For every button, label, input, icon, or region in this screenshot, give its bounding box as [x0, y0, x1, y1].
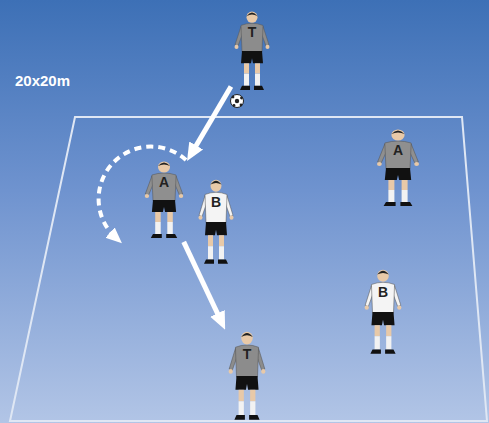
player-body [226, 330, 268, 422]
field-outline [10, 117, 487, 421]
player-letter: B [362, 284, 404, 300]
player-body [232, 10, 272, 92]
player-figure: T [226, 330, 268, 422]
player-letter: T [232, 24, 272, 40]
player-letter: A [142, 174, 186, 190]
player-figure: B [362, 268, 404, 356]
player-body [362, 268, 404, 356]
player-figure: A [374, 128, 422, 208]
player-letter: B [196, 194, 236, 210]
player-figure: T [232, 10, 272, 92]
field-size-label: 20x20m [15, 72, 70, 89]
pass-arrow [184, 242, 219, 317]
dribble-turn [99, 147, 186, 238]
player-figure: A [142, 160, 186, 240]
player-letter: A [374, 142, 422, 158]
player-figure: B [196, 178, 236, 266]
player-body [196, 178, 236, 266]
pass-arrow [194, 87, 231, 149]
player-letter: T [226, 346, 268, 362]
ball [231, 95, 244, 108]
player-body [374, 128, 422, 208]
player-body [142, 160, 186, 240]
